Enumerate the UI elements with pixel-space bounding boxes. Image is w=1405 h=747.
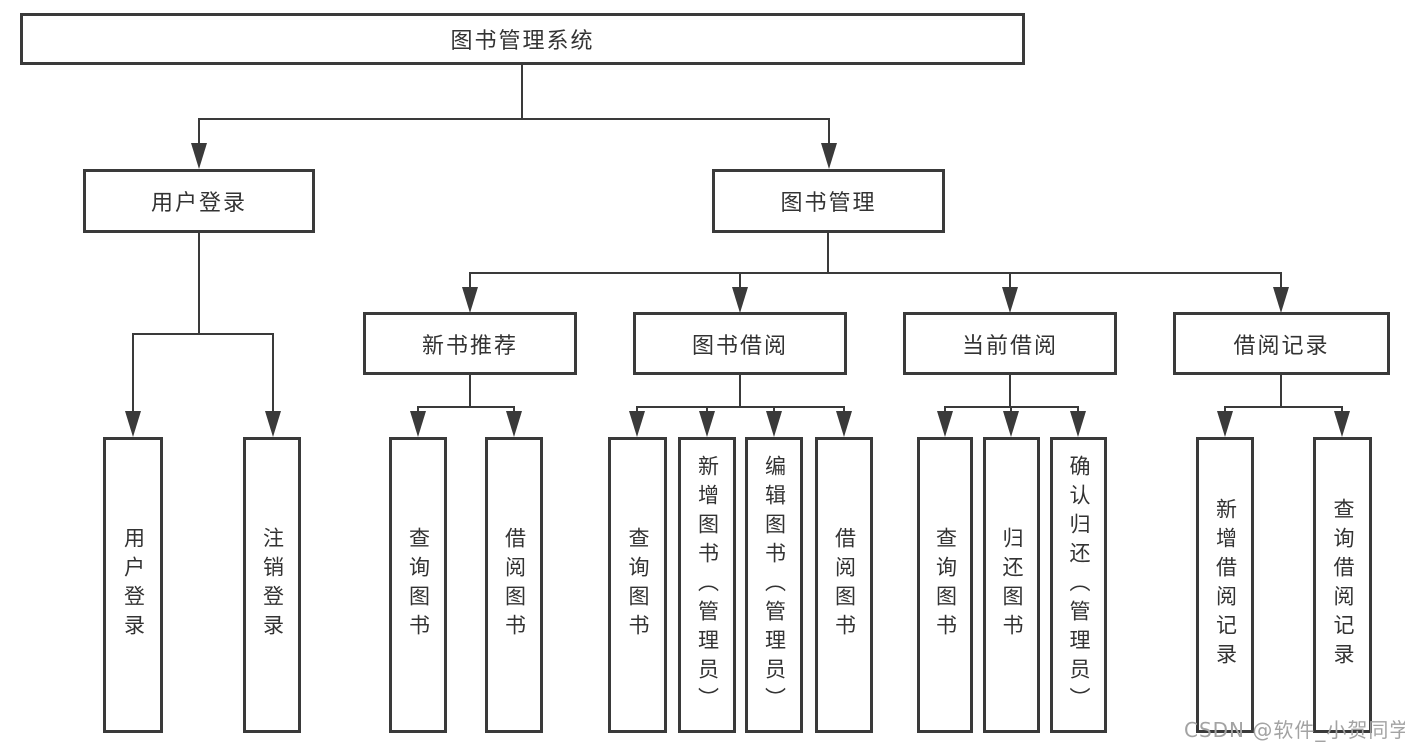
leaf-current-query-book: 查询图书 xyxy=(917,437,973,733)
leaf-borrow-query-book: 查询图书 xyxy=(608,437,667,733)
leaf-records-query-record-label: 查询借阅记录 xyxy=(1331,498,1355,672)
connector-line xyxy=(198,118,200,145)
connector-line xyxy=(469,375,471,408)
arrow-down-icon xyxy=(1070,411,1086,437)
leaf-records-query-record: 查询借阅记录 xyxy=(1313,437,1372,733)
connector-line xyxy=(739,272,741,288)
node-current-borrow: 当前借阅 xyxy=(903,312,1117,375)
leaf-user-login-label: 用户登录 xyxy=(121,527,146,643)
node-user-login: 用户登录 xyxy=(83,169,315,233)
connector-line xyxy=(706,406,708,414)
leaf-borrow-borrow-book-label: 借阅图书 xyxy=(832,527,857,643)
connector-line xyxy=(828,118,830,145)
connector-line xyxy=(1009,272,1011,288)
connector-line xyxy=(1341,406,1343,414)
node-new-book-recommend: 新书推荐 xyxy=(363,312,577,375)
node-root-label: 图书管理系统 xyxy=(450,29,595,54)
arrow-down-icon xyxy=(191,143,207,169)
connector-line xyxy=(1280,375,1282,408)
arrow-down-icon xyxy=(1003,411,1019,437)
arrow-down-icon xyxy=(1002,287,1018,313)
leaf-borrow-add-book-admin: 新增图书（管理员） xyxy=(678,437,736,733)
connector-line xyxy=(521,65,523,118)
leaf-records-add-record-label: 新增借阅记录 xyxy=(1213,498,1238,672)
arrow-down-icon xyxy=(125,411,141,437)
leaf-current-confirm-return-admin-label: 确认归还（管理员） xyxy=(1067,454,1091,716)
arrow-down-icon xyxy=(265,411,281,437)
leaf-current-query-book-label: 查询图书 xyxy=(933,527,958,643)
connector-line xyxy=(1224,406,1226,414)
leaf-logout-label: 注销登录 xyxy=(260,527,285,643)
arrow-down-icon xyxy=(766,411,782,437)
node-current-borrow-label: 当前借阅 xyxy=(961,333,1058,359)
node-borrow-records: 借阅记录 xyxy=(1173,312,1390,375)
watermark: CSDN @软件_小贺同学 xyxy=(1184,718,1405,742)
leaf-current-confirm-return-admin: 确认归还（管理员） xyxy=(1050,437,1107,733)
connector-line xyxy=(944,406,946,414)
leaf-borrow-edit-book-admin-label: 编辑图书（管理员） xyxy=(762,454,787,716)
arrow-down-icon xyxy=(1217,411,1233,437)
arrow-down-icon xyxy=(699,411,715,437)
arrow-down-icon xyxy=(732,287,748,313)
connector-line xyxy=(1009,375,1011,408)
leaf-recommend-query-book-label: 查询图书 xyxy=(406,527,431,643)
leaf-borrow-edit-book-admin: 编辑图书（管理员） xyxy=(745,437,803,733)
leaf-borrow-add-book-admin-label: 新增图书（管理员） xyxy=(695,454,720,716)
connector-line xyxy=(636,406,845,408)
leaf-recommend-borrow-book-label: 借阅图书 xyxy=(502,527,527,643)
leaf-user-login: 用户登录 xyxy=(103,437,163,733)
node-user-login-label: 用户登录 xyxy=(150,191,247,216)
connector-line xyxy=(513,406,515,414)
connector-line xyxy=(469,272,471,288)
arrow-down-icon xyxy=(1273,287,1289,313)
leaf-logout: 注销登录 xyxy=(243,437,301,733)
leaf-current-return-book: 归还图书 xyxy=(983,437,1040,733)
node-book-management-label: 图书管理 xyxy=(780,191,877,216)
connector-line xyxy=(1224,406,1343,408)
connector-line xyxy=(132,333,134,412)
node-borrow-records-label: 借阅记录 xyxy=(1233,333,1330,359)
connector-line xyxy=(132,333,274,335)
node-book-borrow: 图书借阅 xyxy=(633,312,847,375)
connector-line xyxy=(636,406,638,414)
connector-line xyxy=(272,333,274,412)
leaf-records-add-record: 新增借阅记录 xyxy=(1196,437,1254,733)
connector-line xyxy=(1010,406,1012,414)
connector-line xyxy=(1077,406,1079,414)
arrow-down-icon xyxy=(1334,411,1350,437)
node-new-book-recommend-label: 新书推荐 xyxy=(421,333,518,359)
connector-line xyxy=(198,233,200,335)
arrow-down-icon xyxy=(937,411,953,437)
arrow-down-icon xyxy=(821,143,837,169)
leaf-borrow-query-book-label: 查询图书 xyxy=(626,527,650,643)
connector-line xyxy=(827,233,829,274)
connector-line xyxy=(417,406,515,408)
leaf-recommend-borrow-book: 借阅图书 xyxy=(485,437,543,733)
connector-line xyxy=(843,406,845,414)
connector-line xyxy=(198,118,830,120)
arrow-down-icon xyxy=(629,411,645,437)
leaf-borrow-borrow-book: 借阅图书 xyxy=(815,437,873,733)
leaf-recommend-query-book: 查询图书 xyxy=(389,437,447,733)
node-root: 图书管理系统 xyxy=(20,13,1025,65)
connector-line xyxy=(773,406,775,414)
leaf-current-return-book-label: 归还图书 xyxy=(1000,527,1024,643)
connector-line xyxy=(739,375,741,408)
connector-line xyxy=(417,406,419,414)
arrow-down-icon xyxy=(506,411,522,437)
node-book-borrow-label: 图书借阅 xyxy=(691,333,788,359)
connector-line xyxy=(1280,272,1282,288)
arrow-down-icon xyxy=(462,287,478,313)
arrow-down-icon xyxy=(836,411,852,437)
node-book-management: 图书管理 xyxy=(712,169,945,233)
arrow-down-icon xyxy=(410,411,426,437)
connector-line xyxy=(469,272,1282,274)
